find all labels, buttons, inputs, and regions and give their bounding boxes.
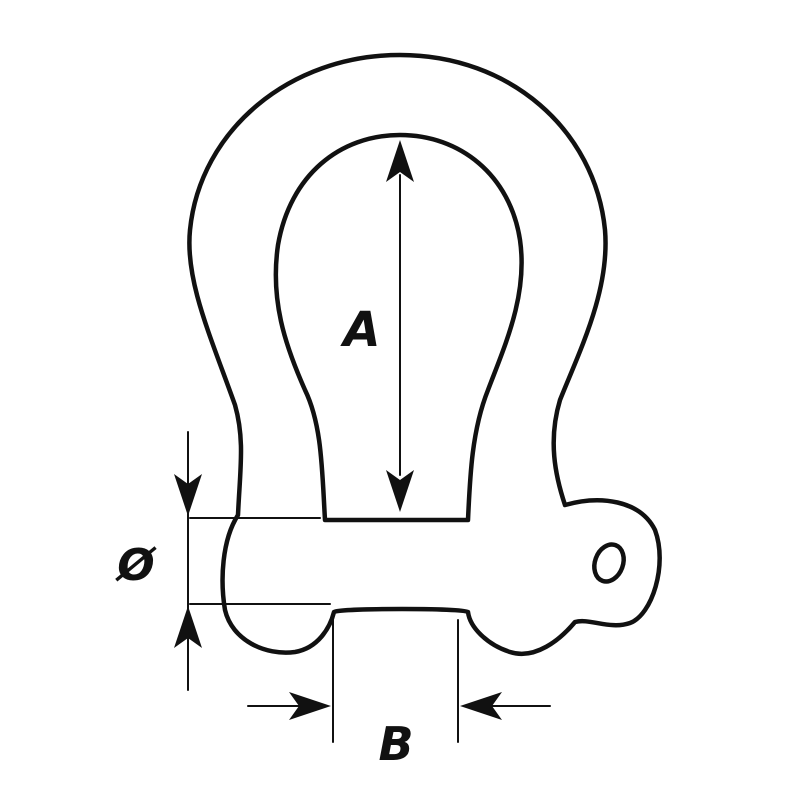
pin-eye-hole [592, 542, 626, 584]
dimension-a-label: A [339, 302, 380, 358]
dimension-a-arrow [386, 140, 414, 512]
dimension-diameter-label: Ø [114, 540, 157, 591]
dimension-diameter-lines [174, 431, 331, 691]
dimension-b-label: B [378, 717, 413, 771]
dimension-b-lines [247, 619, 551, 743]
shackle-inner-opening [273, 132, 524, 523]
